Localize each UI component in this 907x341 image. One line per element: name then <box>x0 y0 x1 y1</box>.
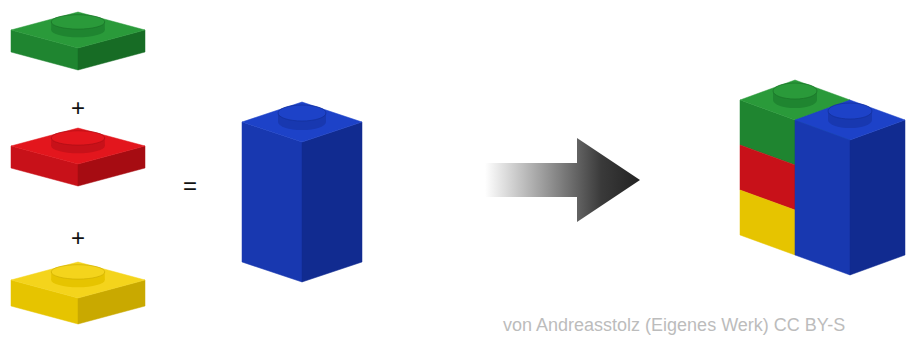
watermark: von Andreasstolz (Eigenes Werk) CC BY-S <box>503 316 845 334</box>
stud-top <box>278 105 326 121</box>
brick-left-face <box>795 120 850 275</box>
brick-top-face <box>795 100 905 140</box>
brick-top-face <box>11 262 145 298</box>
red-plate <box>11 128 145 186</box>
brick-left-face <box>242 122 302 282</box>
plus-sign: + <box>71 226 85 250</box>
brick-top-face <box>11 12 145 48</box>
stud-top <box>51 131 105 145</box>
brick-left-face <box>740 190 795 255</box>
stud-top <box>773 83 817 99</box>
brick-group <box>11 12 905 324</box>
brick-top-face <box>11 128 145 164</box>
brick-top-face <box>242 102 362 142</box>
stud-top <box>51 15 105 29</box>
brick-right-face <box>302 122 362 282</box>
stud-top <box>51 265 105 279</box>
arrow-shape <box>485 138 640 222</box>
plus-sign: + <box>71 96 85 120</box>
blue-brick-result <box>795 100 905 275</box>
stud-top <box>828 103 872 119</box>
brick-right-face <box>850 120 905 275</box>
yellow-plate <box>11 262 145 324</box>
green-plate <box>11 12 145 70</box>
equals-sign: = <box>183 174 197 198</box>
blue-brick <box>242 102 362 282</box>
